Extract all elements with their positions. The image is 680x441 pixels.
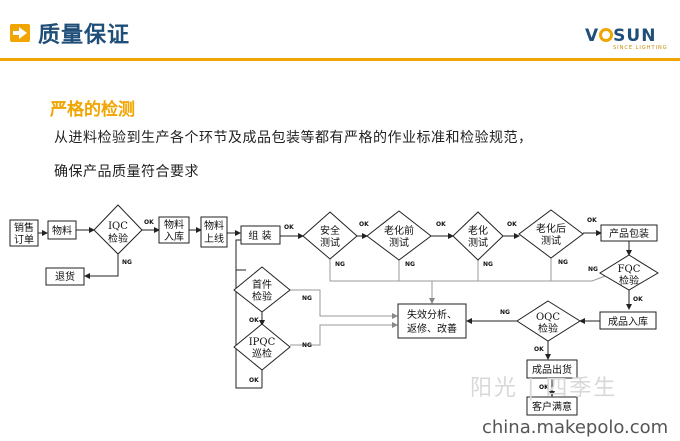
node-label: 成品入库 [608, 315, 648, 328]
intro-text-line-2: 确保产品质量符合要求 [54, 164, 199, 180]
node-label: 物料 [204, 219, 224, 232]
node-assembly: 组 装 [240, 225, 281, 245]
node-label: 检验 [108, 232, 128, 245]
node-label: 销售 [14, 221, 34, 234]
node-safety-test: 安全 测试 [302, 211, 358, 260]
node-fqc-check: FQC 检验 [599, 254, 659, 291]
ng-label: NG [335, 261, 345, 268]
node-label: 测试 [389, 236, 409, 249]
ok-label: OK [507, 221, 517, 228]
ok-label: OK [284, 224, 294, 231]
node-label: 测试 [468, 236, 488, 249]
node-label: IPQC [249, 337, 276, 348]
ng-label: NG [558, 259, 568, 266]
ok-label: OK [144, 219, 154, 226]
node-material: 物料 [47, 220, 77, 240]
node-failure-analysis: 失效分析、 返修、改善 [397, 303, 467, 339]
logo-subtitle: SINCE LIGHTING [613, 45, 668, 51]
node-label: IQC [108, 221, 128, 232]
node-label: OQC [536, 312, 560, 323]
ng-label: NG [588, 266, 598, 273]
ng-label: NG [483, 261, 493, 268]
node-satisfaction: 客户满意 [526, 396, 578, 416]
node-label: 上线 [204, 232, 224, 245]
node-label: 首件 [252, 278, 272, 291]
node-sales-order: 销售 订单 [9, 219, 39, 247]
watermark: 阳光 | 四季生 [470, 376, 618, 401]
node-label: 老化前 [384, 224, 414, 237]
node-label: 测试 [541, 234, 561, 247]
node-label: 检验 [619, 274, 639, 287]
ng-label: NG [302, 295, 312, 302]
node-label: 返修、改善 [407, 322, 457, 335]
node-label: 检验 [538, 322, 558, 335]
node-return: 退货 [45, 267, 85, 286]
node-material-line: 物料 上线 [200, 216, 228, 248]
node-label: 老化 [468, 224, 488, 237]
ok-label: OK [249, 317, 259, 324]
node-label: FQC [618, 264, 641, 275]
page-title: 质量保证 [38, 23, 131, 48]
node-material-in: 物料 入库 [158, 216, 190, 244]
node-packing: 产品包装 [600, 224, 658, 242]
node-label: 检验 [252, 290, 272, 303]
logo-text-left: V [585, 26, 600, 46]
node-label: 客户满意 [532, 400, 572, 413]
ok-label: OK [539, 384, 549, 391]
node-label: 组 装 [248, 229, 271, 242]
ok-label: OK [249, 377, 259, 384]
node-pre-aging-test: 老化前 测试 [366, 210, 432, 261]
node-label: 产品包装 [609, 227, 649, 240]
edge-labels: OK NG OK OK NG OK NG OK NG OK NG NG OK N… [122, 217, 643, 391]
ok-label: OK [587, 217, 597, 224]
ok-label: OK [359, 221, 369, 228]
logo-sun-icon [599, 28, 614, 42]
ng-label: NG [302, 342, 312, 349]
node-ipqc-patrol: IPQC 巡检 [233, 323, 291, 371]
node-aging-test: 老化 测试 [452, 211, 504, 261]
logo-text-right: SUN [613, 26, 657, 46]
node-label: 退货 [55, 270, 75, 283]
arrow-right-icon [10, 24, 30, 42]
header-bar: 质量保证 V SUN SINCE LIGHTING [0, 0, 680, 58]
node-label: 订单 [14, 234, 34, 246]
node-label: 失效分析、 [407, 308, 457, 321]
node-oqc-check: OQC 检验 [516, 300, 581, 342]
header-divider [0, 58, 680, 61]
node-first-piece-check: 首件 检验 [233, 266, 291, 313]
node-label: 入库 [164, 230, 184, 243]
node-label: 安全 [320, 224, 340, 237]
node-shipping: 成品出货 [526, 359, 578, 379]
ng-label: NG [500, 309, 510, 316]
ng-label: NG [405, 261, 415, 268]
ok-label: OK [436, 221, 446, 228]
source-url: china.makepolo.com [482, 417, 669, 438]
node-label: 测试 [320, 236, 340, 249]
node-warehouse: 成品入库 [599, 311, 657, 330]
node-label: 老化后 [536, 222, 566, 235]
node-post-aging-test: 老化后 测试 [518, 209, 584, 259]
brand-logo: V SUN SINCE LIGHTING [585, 26, 675, 56]
ok-label: OK [534, 346, 544, 353]
node-label: 成品出货 [532, 363, 572, 376]
node-label: 物料 [52, 224, 72, 237]
ok-label: OK [633, 296, 643, 303]
node-iqc-check: IQC 检验 [93, 204, 143, 255]
node-label: 巡检 [252, 347, 272, 360]
intro-text-line-1: 从进料检验到生产各个环节及成品包装等都有严格的作业标准和检验规范， [54, 130, 533, 146]
ng-label: NG [122, 259, 132, 266]
node-label: 物料 [164, 218, 184, 231]
section-title: 严格的检测 [50, 100, 135, 120]
